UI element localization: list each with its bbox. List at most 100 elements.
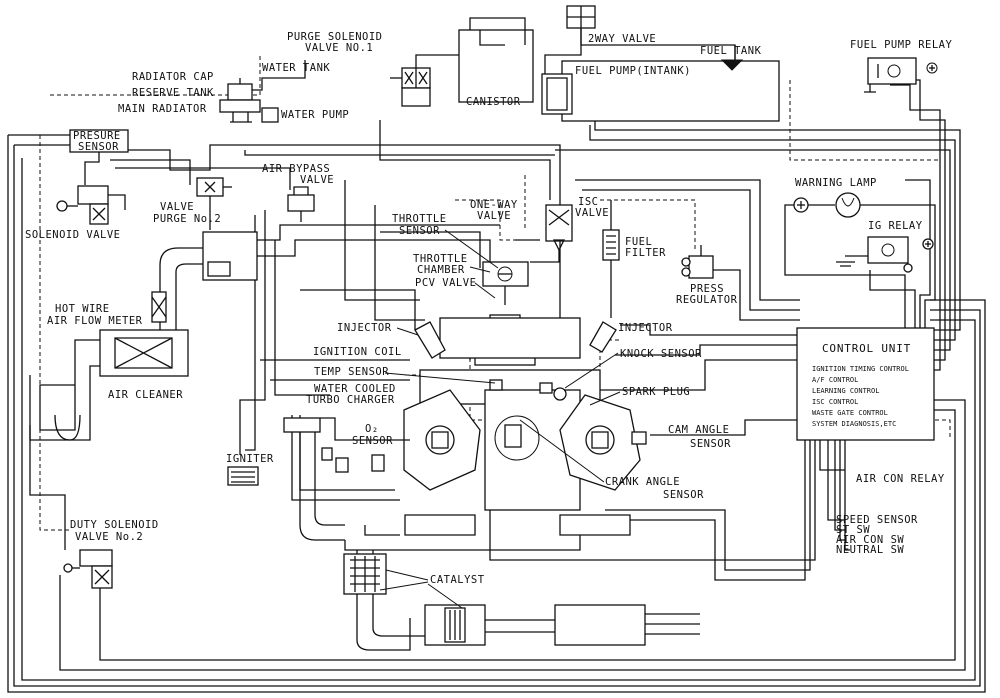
injector-left-label: INJECTOR <box>337 322 392 334</box>
fuel-filter <box>602 200 620 318</box>
presure-sensor <box>69 129 129 185</box>
fuel-pump-intank-label: FUEL PUMP(INTANK) <box>575 65 691 77</box>
press-regulator <box>681 245 714 279</box>
neutral-sw-label: NEUTRAL SW <box>836 544 904 556</box>
water-pump-label: WATER PUMP <box>281 109 349 121</box>
two-way-valve-label: 2WAY VALVE <box>588 33 656 45</box>
isc-label-2: VALVE <box>575 207 609 219</box>
duty-solenoid-valve-2 <box>63 549 113 589</box>
pcv-valve-label: PCV VALVE <box>415 277 476 289</box>
water-pump-symbol <box>261 107 279 123</box>
igniter <box>227 466 259 486</box>
temp-sensor-label: TEMP SENSOR <box>314 366 389 378</box>
purge-solenoid-label-2: VALVE NO.1 <box>305 42 373 54</box>
left-cylinder-head <box>403 389 481 491</box>
hot-wire-label-1: HOT WIRE <box>55 303 110 315</box>
temp-sensor-leader <box>384 372 496 384</box>
duty-solenoid-label-1: DUTY SOLENOID <box>70 519 159 531</box>
fuel-filter-label-2: FILTER <box>625 247 666 259</box>
wiring-harness <box>7 55 986 693</box>
air-bypass-label-1: AIR BYPASS <box>262 163 330 175</box>
fuel-pump-relay <box>864 57 938 93</box>
st-sw-label: ST SW <box>836 524 870 536</box>
pcv-valve-leader <box>474 282 496 299</box>
isc-valve <box>530 204 573 263</box>
catalyst-label: CATALYST <box>430 574 485 586</box>
one-way-label-1: ONE-WAY <box>470 199 518 211</box>
canister <box>458 17 534 103</box>
press-regulator-label-1: PRESS <box>690 283 724 295</box>
fuel-tank <box>541 45 780 122</box>
fuel-filter-label-1: FUEL <box>625 236 652 248</box>
catalyst-2 <box>356 604 700 651</box>
air-cleaner <box>29 329 189 441</box>
duty-solenoid-label-2: VALVE No.2 <box>75 531 143 543</box>
throttle-chamber-label-2: CHAMBER <box>417 264 465 276</box>
purge-solenoid-valve-1 <box>390 54 459 107</box>
cu-line-2: A/F CONTROL <box>812 376 858 384</box>
ig-relay-label: IG RELAY <box>868 220 923 232</box>
cam-angle-label-2: SENSOR <box>690 438 731 450</box>
speed-sensor-label: SPEED SENSOR <box>836 514 918 526</box>
ig-relay <box>836 236 934 273</box>
throttle-sensor-leader <box>444 229 499 269</box>
igniter-label: IGNITER <box>226 453 274 465</box>
air-bypass-valve <box>287 186 315 222</box>
control-unit <box>796 327 935 441</box>
solenoid-valve <box>56 185 126 225</box>
radiator-assembly <box>219 60 306 123</box>
presure-sensor-label-2: SENSOR <box>78 141 119 153</box>
water-cooled-label-1: WATER COOLED <box>314 383 396 395</box>
throttle-sensor-label-2: SENSOR <box>399 225 440 237</box>
warning-lamp-label: WARNING LAMP <box>795 177 877 189</box>
spark-plug-label: SPARK PLUG <box>622 386 690 398</box>
purge-solenoid-label-1: PURGE SOLENOID <box>287 31 383 43</box>
warning-lamp <box>793 192 885 218</box>
radiator-cap-label: RADIATOR CAP <box>132 71 214 83</box>
cu-line-6: SYSTEM DIAGNOSIS,ETC <box>812 420 896 428</box>
injector-right <box>589 321 617 353</box>
main-radiator-label: MAIN RADIATOR <box>118 103 207 115</box>
injector-left <box>414 321 446 359</box>
cu-line-5: WASTE GATE CONTROL <box>812 409 888 417</box>
air-con-sw-label: AIR CON SW <box>836 534 904 546</box>
cam-angle-label-1: CAM ANGLE <box>668 424 729 436</box>
cu-line-1: IGNITION TIMING CONTROL <box>812 365 909 373</box>
throttle-chamber-leader <box>469 266 491 273</box>
reserve-tank-label: RESERVE TANK <box>132 87 214 99</box>
cu-line-4: ISC CONTROL <box>812 398 858 406</box>
crank-angle-label-1: CRANK ANGLE <box>605 476 680 488</box>
water-cooled-label-2: TURBO CHARGER <box>306 394 395 406</box>
throttle-chamber <box>482 261 529 305</box>
catalyst-leaders <box>379 569 463 609</box>
water-tank-label: WATER TANK <box>262 62 330 74</box>
injector-left-leader <box>396 327 419 336</box>
injector-right-label: INJECTOR <box>618 322 673 334</box>
hot-wire-label-2: AIR FLOW METER <box>47 315 143 327</box>
canister-label: CANISTOR <box>466 96 521 108</box>
knock-sensor-label: KNOCK SENSOR <box>620 348 702 360</box>
hot-wire-air-flow-meter <box>151 291 167 323</box>
valve-purge-2 <box>196 177 232 230</box>
knock-sensor-leader <box>564 352 619 389</box>
ignition-coil-label: IGNITION COIL <box>313 346 402 358</box>
air-bypass-label-2: VALVE <box>300 174 334 186</box>
press-regulator-label-2: REGULATOR <box>676 294 738 306</box>
two-way-valve <box>544 5 736 88</box>
control-unit-title: CONTROL UNIT <box>822 342 911 355</box>
fuel-tank-label: FUEL TANK <box>700 45 762 57</box>
one-way-label-2: VALVE <box>477 210 511 222</box>
isc-label-1: ISC <box>578 196 598 208</box>
right-cylinder-head <box>559 394 647 491</box>
solenoid-valve-label: SOLENOID VALVE <box>25 229 121 241</box>
throttle-sensor-label-1: THROTTLE <box>392 213 447 225</box>
exhaust-pipes <box>344 514 631 640</box>
air-con-relay-label: AIR CON RELAY <box>856 473 945 485</box>
cu-line-3: LEARNING CONTROL <box>812 387 879 395</box>
o2-sensor-label-1: O₂ <box>365 423 379 435</box>
catalyst-1 <box>343 553 387 595</box>
crank-angle-leader <box>519 419 605 483</box>
spark-plug-leader <box>589 391 621 406</box>
